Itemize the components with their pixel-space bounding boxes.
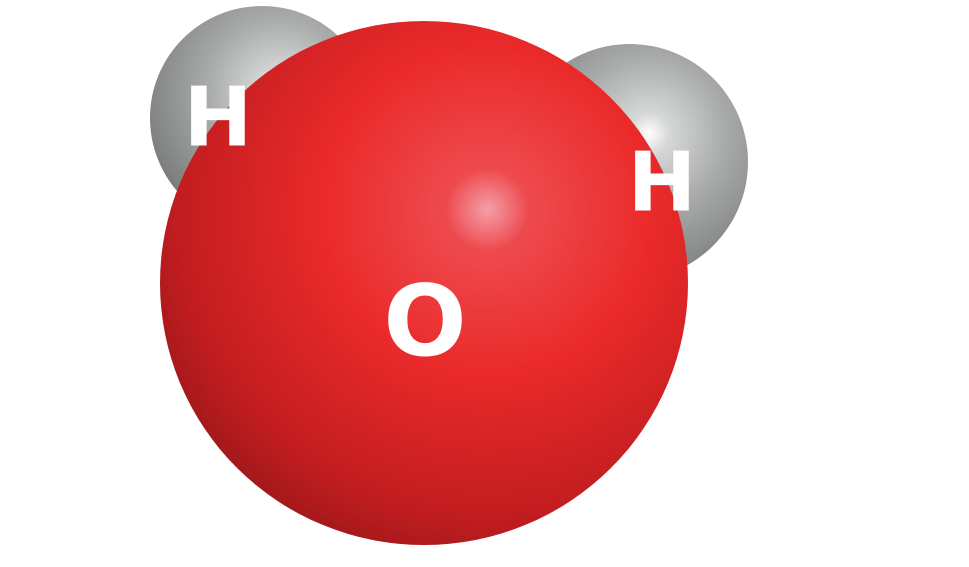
- hydrogen-label-right: H: [628, 136, 697, 231]
- oxygen-atom: [160, 21, 688, 545]
- hydrogen-label-left: H: [184, 71, 253, 166]
- oxygen-label: O: [383, 265, 466, 379]
